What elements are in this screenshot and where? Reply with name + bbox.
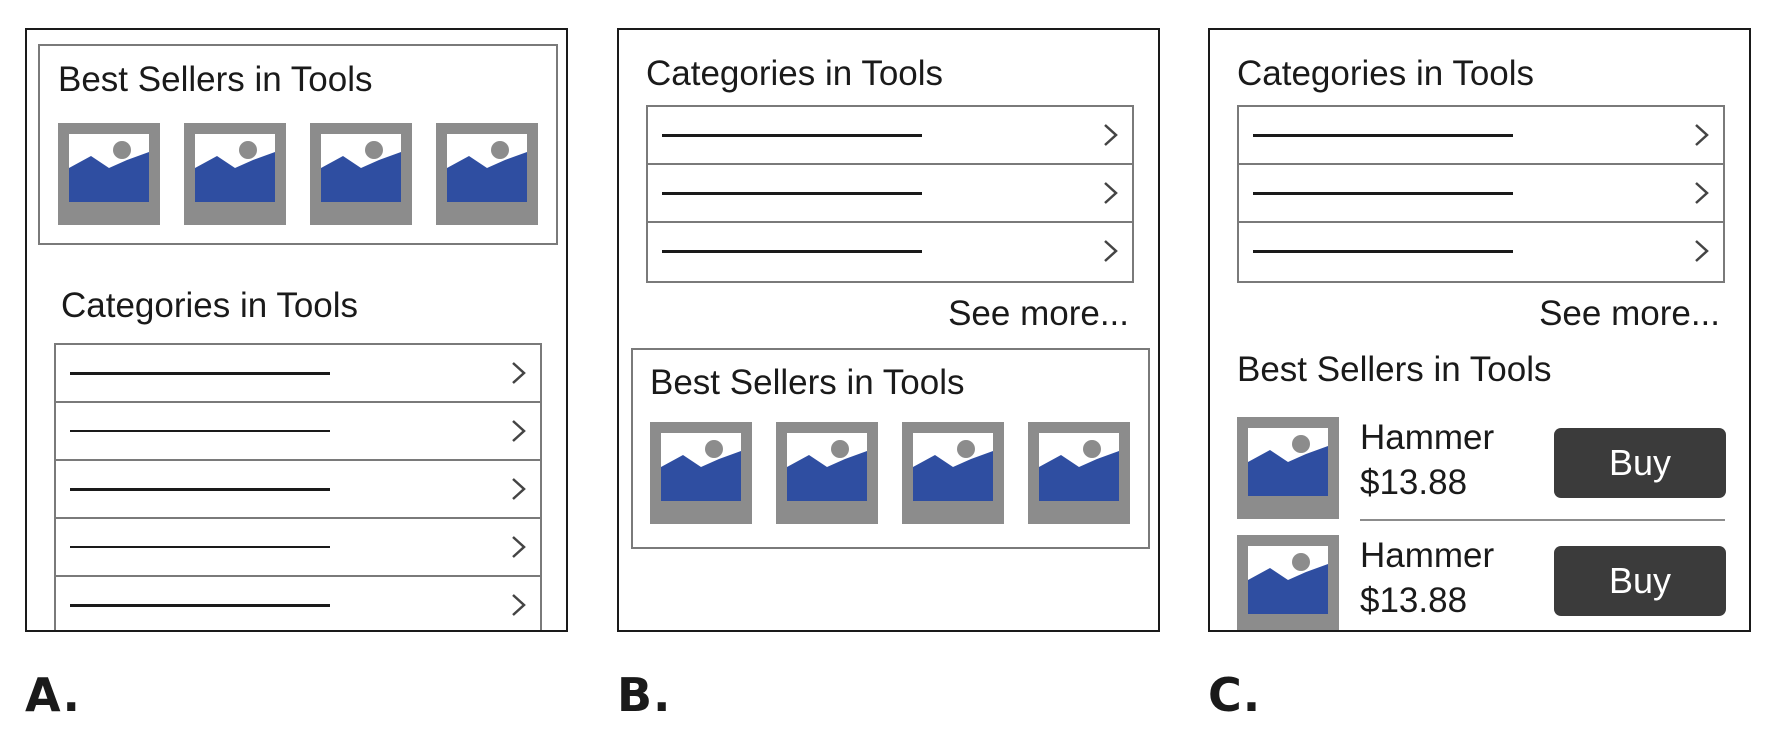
image-placeholder-icon[interactable] [58, 123, 160, 225]
categories-title: Categories in Tools [1237, 54, 1535, 93]
image-placeholder-icon[interactable] [1028, 422, 1130, 524]
category-row[interactable] [56, 345, 540, 403]
see-more-link[interactable]: See more... [1539, 294, 1720, 333]
image-placeholder-icon[interactable] [1237, 417, 1339, 519]
best-sellers-title: Best Sellers in Tools [1237, 350, 1552, 389]
best-sellers-box [38, 44, 558, 245]
image-placeholder-icon[interactable] [1237, 535, 1339, 630]
chevron-right-icon [506, 590, 530, 620]
see-more-link[interactable]: See more... [948, 294, 1129, 333]
chevron-right-icon [506, 416, 530, 446]
categories-title: Categories in Tools [646, 54, 944, 93]
category-row[interactable] [1239, 165, 1723, 223]
text-placeholder [70, 372, 330, 375]
text-placeholder [662, 250, 922, 253]
image-placeholder-icon[interactable] [650, 422, 752, 524]
best-sellers-title: Best Sellers in Tools [58, 60, 373, 99]
product-price: $13.88 [1360, 463, 1468, 502]
text-placeholder [70, 604, 330, 607]
text-placeholder [70, 430, 330, 432]
image-placeholder-icon[interactable] [436, 123, 538, 225]
chevron-right-icon [1689, 236, 1713, 266]
category-row[interactable] [1239, 107, 1723, 165]
chevron-right-icon [506, 358, 530, 388]
categories-list [1237, 105, 1725, 283]
best-sellers-title: Best Sellers in Tools [650, 363, 965, 402]
text-placeholder [70, 488, 330, 491]
chevron-right-icon [1098, 120, 1122, 150]
product-price: $13.88 [1360, 581, 1468, 620]
chevron-right-icon [1689, 120, 1713, 150]
image-placeholder-icon[interactable] [184, 123, 286, 225]
chevron-right-icon [506, 532, 530, 562]
panel-label-c: C. [1208, 668, 1262, 722]
image-placeholder-icon[interactable] [902, 422, 1004, 524]
product-name: Hammer [1360, 536, 1495, 575]
text-placeholder [70, 546, 330, 548]
categories-title: Categories in Tools [61, 286, 359, 325]
wireframe-c: Categories in Tools See more... Best Sel… [1208, 28, 1751, 632]
text-placeholder [1253, 192, 1513, 195]
text-placeholder [1253, 250, 1513, 253]
text-placeholder [1253, 134, 1513, 137]
product-name: Hammer [1360, 418, 1495, 457]
image-placeholder-icon[interactable] [776, 422, 878, 524]
category-row[interactable] [648, 223, 1132, 281]
image-placeholder-icon[interactable] [310, 123, 412, 225]
wireframe-b: Categories in Tools See more... Best Sel… [617, 28, 1160, 632]
categories-list [54, 343, 542, 630]
text-placeholder [662, 192, 922, 195]
buy-button[interactable]: Buy [1554, 546, 1726, 616]
product-divider [1360, 519, 1725, 521]
category-row[interactable] [56, 519, 540, 577]
chevron-right-icon [506, 474, 530, 504]
panel-label-a: A. [25, 668, 81, 722]
panel-label-b: B. [617, 668, 672, 722]
wireframe-a: Best Sellers in Tools Categories in Tool… [25, 28, 568, 632]
buy-button[interactable]: Buy [1554, 428, 1726, 498]
category-row[interactable] [1239, 223, 1723, 281]
category-row[interactable] [648, 165, 1132, 223]
category-row[interactable] [56, 461, 540, 519]
text-placeholder [662, 134, 922, 137]
chevron-right-icon [1689, 178, 1713, 208]
category-row[interactable] [648, 107, 1132, 165]
chevron-right-icon [1098, 178, 1122, 208]
category-row[interactable] [56, 577, 540, 630]
categories-list [646, 105, 1134, 283]
category-row[interactable] [56, 403, 540, 461]
best-sellers-box [631, 348, 1150, 549]
chevron-right-icon [1098, 236, 1122, 266]
